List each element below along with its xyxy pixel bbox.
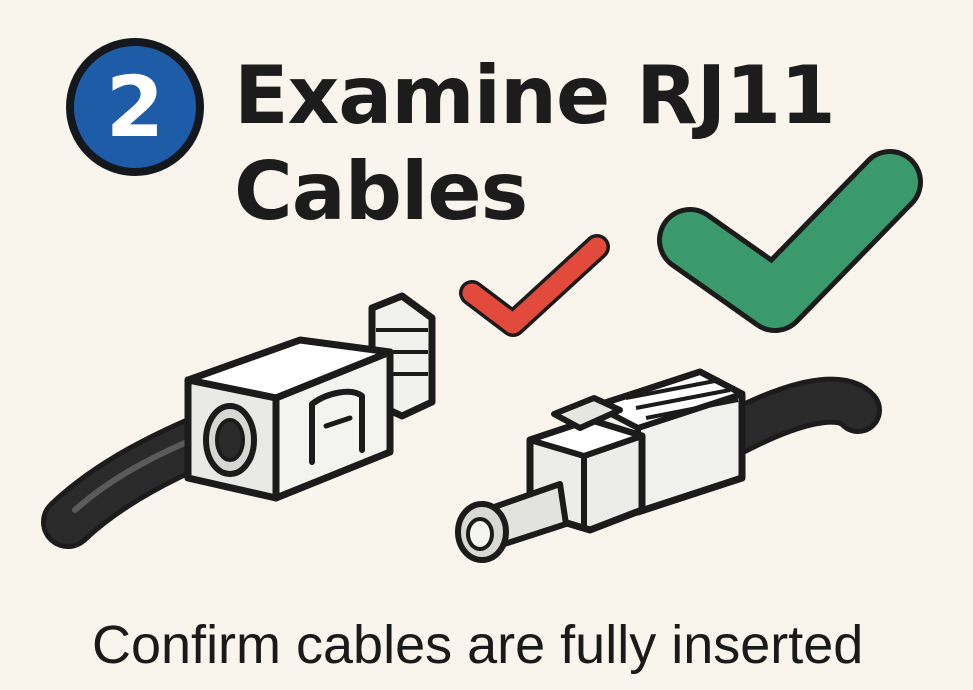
step-title-line-2: Cables xyxy=(234,145,528,238)
left-rj11-plug-icon xyxy=(41,292,436,549)
step-title: Examine RJ11 Cables xyxy=(234,48,874,240)
step-number-badge: 2 xyxy=(66,38,204,176)
large-check-icon xyxy=(657,149,923,333)
small-check-icon xyxy=(459,234,610,337)
step-title-line-1: Examine RJ11 xyxy=(234,49,836,142)
instruction-caption: Confirm cables are fully inserted xyxy=(92,615,864,675)
right-rj11-plug-icon xyxy=(455,368,882,563)
step-number: 2 xyxy=(105,58,165,156)
